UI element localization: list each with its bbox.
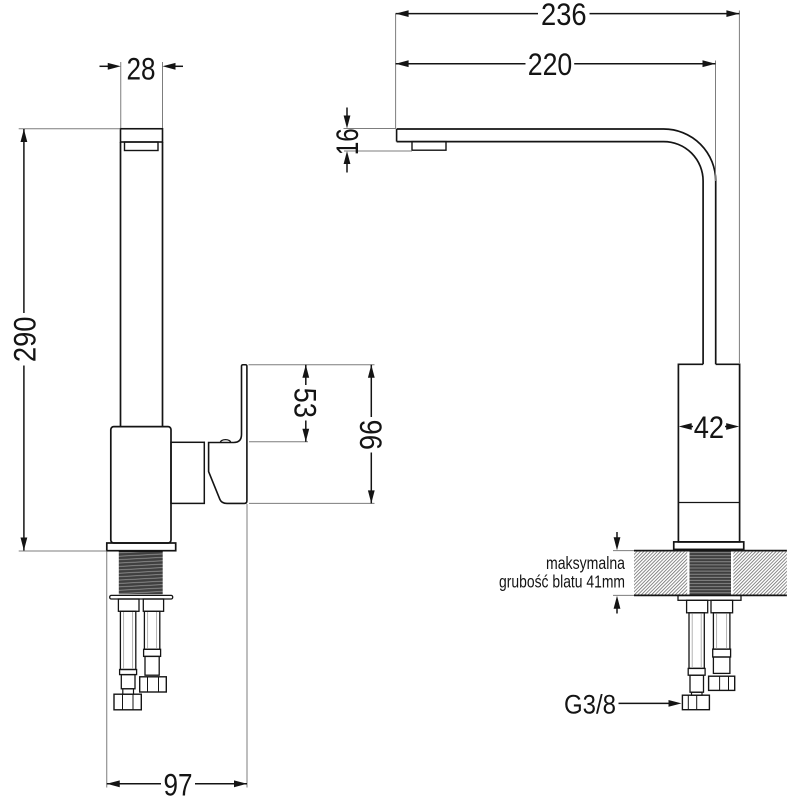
svg-text:16: 16: [330, 128, 365, 155]
svg-text:236: 236: [541, 0, 587, 33]
svg-text:53: 53: [287, 388, 322, 418]
svg-text:290: 290: [8, 316, 43, 362]
svg-text:96: 96: [352, 420, 387, 450]
svg-text:97: 97: [163, 768, 192, 800]
svg-text:G3/8: G3/8: [564, 690, 616, 720]
svg-text:42: 42: [694, 410, 724, 445]
svg-text:28: 28: [126, 52, 155, 87]
svg-text:grubość blatu 41mm: grubość blatu 41mm: [499, 573, 625, 592]
svg-text:maksymalna: maksymalna: [546, 555, 625, 574]
svg-text:220: 220: [528, 48, 572, 83]
